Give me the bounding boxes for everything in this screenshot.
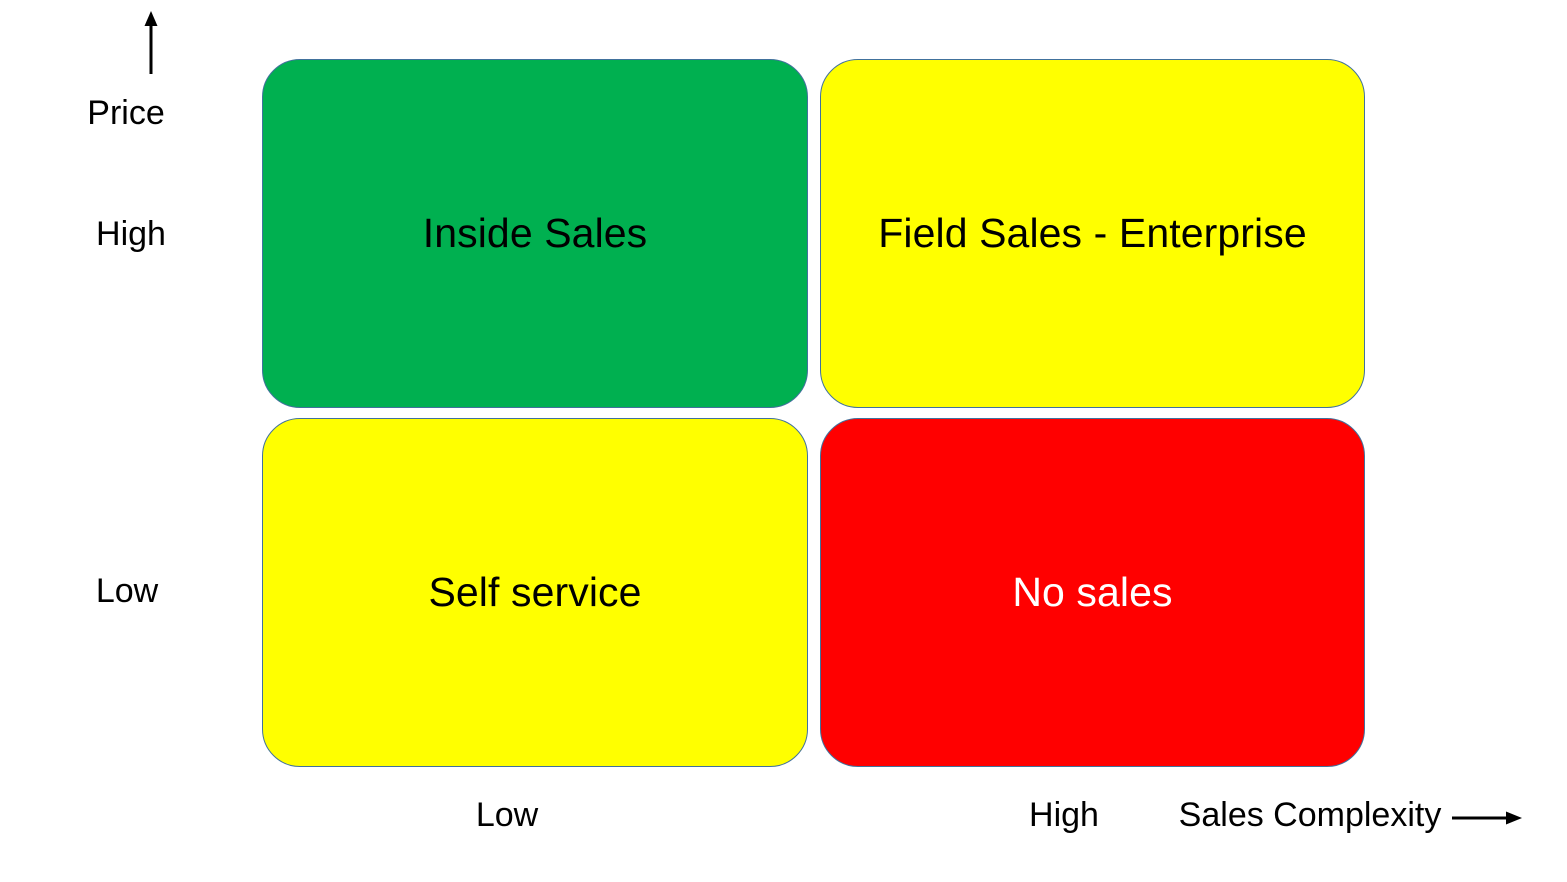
up-arrow-icon bbox=[138, 8, 164, 78]
y-axis-title: Price bbox=[87, 94, 165, 132]
quadrant-self-service[interactable]: Self service bbox=[262, 418, 808, 767]
x-axis-title: Sales Complexity bbox=[1178, 796, 1442, 834]
x-axis-tick-low: Low bbox=[475, 796, 539, 834]
right-arrow-icon bbox=[1448, 800, 1528, 836]
x-axis-tick-high: High bbox=[1029, 796, 1099, 834]
quadrant-no-sales[interactable]: No sales bbox=[820, 418, 1365, 767]
y-axis-tick-low: Low bbox=[95, 572, 159, 610]
quadrant-label-self-service: Self service bbox=[428, 568, 642, 615]
quadrant-inside-sales[interactable]: Inside Sales bbox=[262, 59, 808, 408]
quadrant-field-sales-enterprise[interactable]: Field Sales - Enterprise bbox=[820, 59, 1365, 408]
quadrant-label-no-sales: No sales bbox=[1012, 568, 1173, 615]
quadrant-label-field-sales-enterprise: Field Sales - Enterprise bbox=[878, 209, 1307, 256]
quadrant-label-inside-sales: Inside Sales bbox=[422, 209, 648, 256]
y-axis-tick-high: High bbox=[96, 215, 166, 253]
